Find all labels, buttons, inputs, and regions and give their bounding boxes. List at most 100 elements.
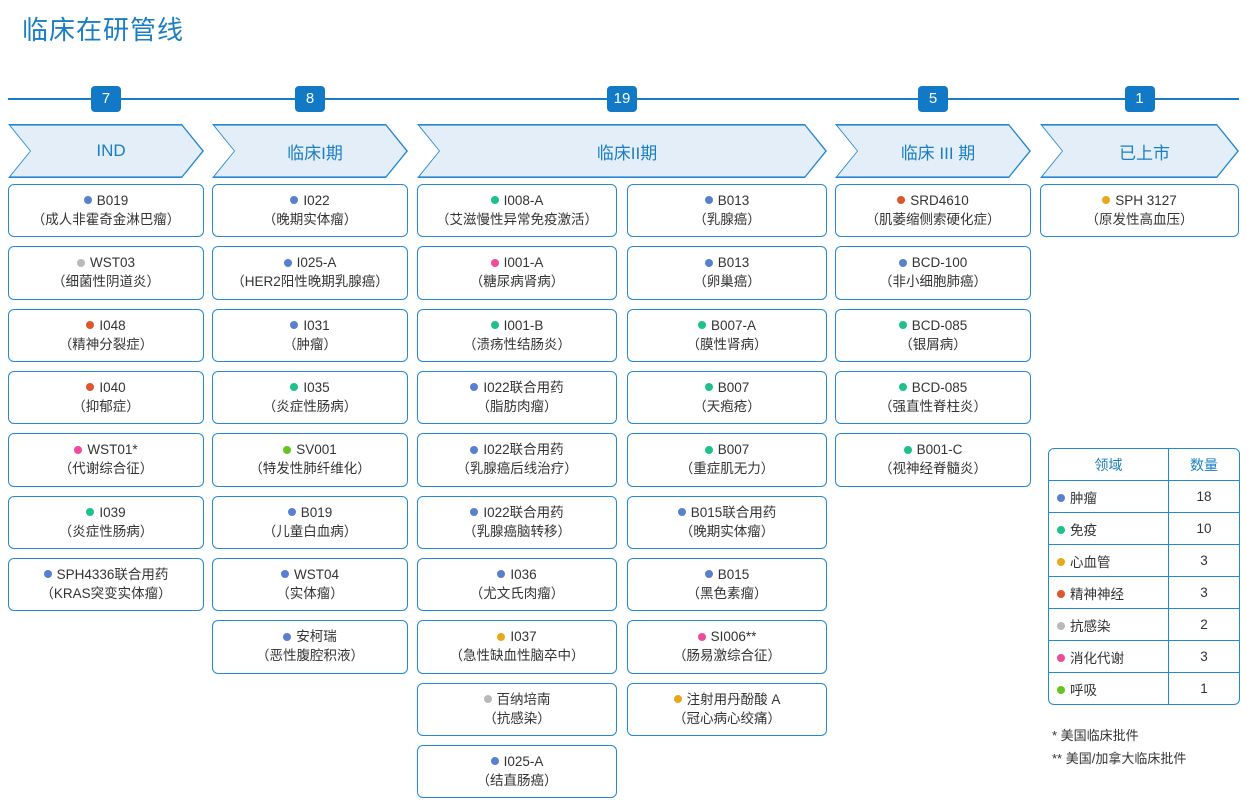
- legend-header-area: 领域: [1049, 449, 1169, 481]
- therapeutic-area-dot-icon: [897, 196, 906, 205]
- pipeline-card[interactable]: BCD-085（强直性脊柱炎）: [835, 370, 1031, 425]
- legend-header-row: 领域 数量: [1049, 449, 1239, 481]
- therapeutic-area-dot-icon: [290, 196, 299, 205]
- pipeline-card[interactable]: I022联合用药（乳腺癌脑转移）: [417, 495, 617, 549]
- pipeline-subcolumn: I022（晚期实体瘤） I025-A（HER2阳性晚期乳腺癌） I031（肿瘤） I0…: [212, 184, 408, 683]
- pipeline-card-name-row: I025-A: [422, 752, 612, 771]
- pipeline-card-name: I001-B: [503, 317, 544, 333]
- stage-arrow-5[interactable]: 已上市: [1040, 124, 1239, 178]
- pipeline-card-indication: （炎症性肠病）: [58, 523, 154, 539]
- therapeutic-area-dot-icon: [283, 632, 292, 641]
- pipeline-card-indication: （实体瘤）: [276, 586, 344, 602]
- therapeutic-area-dot-icon: [283, 258, 292, 267]
- pipeline-card-indication: （黑色素瘤）: [686, 586, 768, 602]
- pipeline-card[interactable]: I036（尤文氏肉瘤）: [417, 557, 617, 612]
- pipeline-card[interactable]: I048（精神分裂症）: [8, 308, 204, 362]
- pipeline-card[interactable]: I022联合用药（脂肪肉瘤）: [417, 370, 617, 425]
- pipeline-card-name-row: I022联合用药: [422, 440, 612, 459]
- stage-arrow-2[interactable]: 临床I期: [212, 124, 408, 178]
- stage-count-badge-1: 7: [91, 86, 121, 112]
- pipeline-card[interactable]: SI006**（肠易激综合征）: [627, 620, 827, 674]
- pipeline-card-indication: （结直肠癌）: [476, 772, 558, 788]
- pipeline-card-name: BCD-085: [911, 317, 968, 333]
- pipeline-card-indication: （乳腺癌）: [693, 212, 761, 228]
- stage-arrow-3[interactable]: 临床II期: [417, 124, 827, 178]
- pipeline-card[interactable]: I022联合用药（乳腺癌后线治疗）: [417, 433, 617, 487]
- pipeline-card[interactable]: I031（肿瘤）: [212, 308, 408, 362]
- pipeline-card[interactable]: SRD4610（肌萎缩侧索硬化症）: [835, 184, 1031, 238]
- pipeline-subcolumn: B019（成人非霍奇金淋巴瘤）WST03（细菌性阴道炎）I048（精神分裂症）I…: [8, 184, 204, 620]
- pipeline-card-indication: （细菌性阴道炎）: [52, 274, 160, 290]
- pipeline-card-name-row: I001-B: [422, 316, 612, 335]
- pipeline-card-name-row: I036: [422, 565, 612, 584]
- pipeline-card-name-row: WST04: [217, 565, 403, 584]
- pipeline-card-name-row: I048: [13, 316, 199, 335]
- legend-area-label: 精神神经: [1070, 586, 1124, 602]
- pipeline-card[interactable]: I022（晚期实体瘤）: [212, 184, 408, 238]
- stage-arrow-4[interactable]: 临床 III 期: [835, 124, 1031, 178]
- pipeline-card-name-row: B013: [632, 191, 822, 210]
- pipeline-card[interactable]: I025-A（结直肠癌）: [417, 744, 617, 799]
- stage-arrow-1[interactable]: IND: [8, 124, 204, 178]
- pipeline-card-indication: （膜性肾病）: [686, 336, 768, 352]
- pipeline-card[interactable]: B013 （乳腺癌）: [627, 184, 827, 238]
- pipeline-card[interactable]: B007（天疱疮）: [627, 370, 827, 425]
- therapeutic-area-dot-icon: [704, 258, 713, 267]
- legend-qty-cell: 18: [1168, 480, 1239, 513]
- pipeline-card[interactable]: 安柯瑞 （恶性腹腔积液）: [212, 620, 408, 674]
- pipeline-card-name: SI006**: [710, 629, 757, 645]
- pipeline-card-name: B001-C: [916, 442, 963, 458]
- pipeline-card[interactable]: SV001（特发性肺纤维化）: [212, 433, 408, 487]
- pipeline-card-indication: （晚期实体瘤）: [262, 212, 358, 228]
- pipeline-card[interactable]: I001-A（糖尿病肾病）: [417, 246, 617, 300]
- legend-area-label: 消化代谢: [1070, 650, 1124, 666]
- pipeline-card-name: BCD-085: [911, 379, 968, 395]
- pipeline-card-name: WST04: [293, 566, 339, 582]
- pipeline-card[interactable]: SPH 3127（原发性高血压）: [1040, 184, 1239, 238]
- pipeline-card[interactable]: B019（成人非霍奇金淋巴瘤）: [8, 184, 204, 238]
- pipeline-card-name-row: B007: [632, 378, 822, 397]
- legend-area-cell: 呼吸: [1049, 672, 1169, 704]
- pipeline-card[interactable]: I040（抑郁症）: [8, 370, 204, 425]
- pipeline-card[interactable]: BCD-100（非小细胞肺癌）: [835, 246, 1031, 300]
- pipeline-card[interactable]: WST04 （实体瘤）: [212, 557, 408, 612]
- pipeline-card-indication: （恶性腹腔积液）: [256, 648, 364, 664]
- pipeline-card[interactable]: I008-A（艾滋慢性异常免疫激活）: [417, 184, 617, 238]
- pipeline-card[interactable]: 注射用丹酚酸 A（冠心病心绞痛）: [627, 682, 827, 736]
- therapeutic-area-dot-icon: [490, 321, 499, 330]
- pipeline-card-indication: （成人非霍奇金淋巴瘤）: [31, 212, 181, 228]
- pipeline-card-name-row: 安柯瑞: [217, 627, 403, 646]
- pipeline-card[interactable]: WST03（细菌性阴道炎）: [8, 246, 204, 300]
- legend-area-label: 抗感染: [1070, 618, 1111, 634]
- pipeline-card-name: BCD-100: [911, 255, 968, 271]
- pipeline-card[interactable]: B007-A（膜性肾病）: [627, 308, 827, 362]
- pipeline-card[interactable]: B019（儿童白血病）: [212, 495, 408, 549]
- pipeline-card[interactable]: I025-A（HER2阳性晚期乳腺癌）: [212, 246, 408, 300]
- pipeline-card[interactable]: WST01*（代谢综合征）: [8, 433, 204, 487]
- pipeline-card[interactable]: BCD-085（银屑病）: [835, 308, 1031, 362]
- therapeutic-area-dot-icon: [470, 383, 479, 392]
- legend-area-cell: 肿瘤: [1049, 480, 1169, 513]
- pipeline-card[interactable]: B007（重症肌无力）: [627, 433, 827, 487]
- pipeline-card[interactable]: B015联合用药（晚期实体瘤）: [627, 495, 827, 549]
- pipeline-card[interactable]: I035（炎症性肠病）: [212, 370, 408, 425]
- pipeline-card-name: B013: [717, 193, 750, 208]
- pipeline-card[interactable]: I039（炎症性肠病）: [8, 495, 204, 549]
- therapeutic-area-dot-icon: [1057, 685, 1065, 694]
- pipeline-subcolumn: B013（乳腺癌）B013（卵巢癌）B007-A（膜性肾病）B007（天疱疮）B…: [627, 184, 827, 745]
- legend-row: 消化代谢 3: [1049, 640, 1239, 673]
- pipeline-card[interactable]: B015（黑色素瘤）: [627, 557, 827, 612]
- therapeutic-area-dot-icon: [290, 321, 299, 330]
- pipeline-card[interactable]: SPH4336联合用药（KRAS突变实体瘤）: [8, 557, 204, 612]
- pipeline-card[interactable]: B013（卵巢癌）: [627, 246, 827, 300]
- legend-qty-cell: 3: [1168, 640, 1239, 673]
- pipeline-card[interactable]: B001-C（视神经脊髓炎）: [835, 433, 1031, 487]
- therapeutic-area-dot-icon: [704, 570, 713, 579]
- pipeline-card[interactable]: I037（急性缺血性脑卒中）: [417, 620, 617, 674]
- pipeline-card[interactable]: I001-B（溃疡性结肠炎）: [417, 308, 617, 362]
- pipeline-card-name: I022联合用药: [483, 504, 564, 520]
- pipeline-card[interactable]: 百纳培南（抗感染）: [417, 682, 617, 736]
